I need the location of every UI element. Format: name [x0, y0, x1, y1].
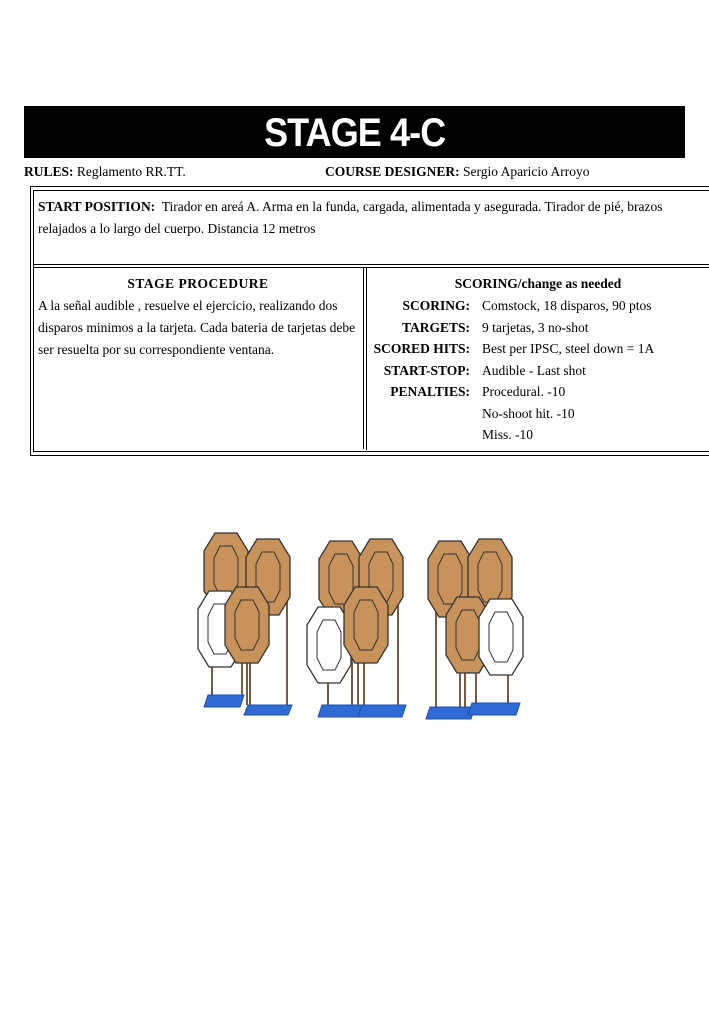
scoring-key: SCORED HITS:	[373, 341, 470, 356]
scoring-value: No-shoot hit. -10	[482, 405, 575, 421]
info-frame-outer	[30, 186, 709, 456]
scoring-row: No-shoot hit. -10	[370, 403, 654, 425]
scoring-value: 9 tarjetas, 3 no-shot	[482, 319, 589, 335]
scoring-value: Procedural. -10	[482, 384, 566, 399]
scoring-key	[370, 403, 482, 425]
info-frame-inner	[33, 190, 709, 452]
scoring-row: TARGETS: 9 tarjetas, 3 no-shot	[370, 317, 654, 339]
rules-value: Reglamento RR.TT.	[76, 164, 186, 179]
start-position-section: START POSITION: Tirador en areá A. Arma …	[38, 196, 688, 240]
scoring-row: START-STOP: Audible - Last shot	[370, 360, 654, 382]
stand-base	[357, 704, 407, 718]
scoring-key: SCORING:	[402, 298, 470, 313]
scoring-key: PENALTIES:	[390, 384, 470, 399]
section-divider-inner	[33, 267, 709, 268]
paper-target	[224, 586, 270, 664]
scoring-title: SCORING/change as needed	[454, 276, 622, 291]
scoring-row: SCORED HITS: Best per IPSC, steel down = …	[370, 338, 655, 360]
scoring-value: Audible - Last shot	[482, 362, 586, 378]
column-divider	[366, 267, 367, 450]
stand-base	[203, 694, 245, 708]
targets-diagram	[197, 532, 524, 720]
designer-value: Sergio Aparicio Arroyo	[463, 164, 590, 179]
scoring-key: START-STOP:	[383, 362, 470, 378]
procedure-text: A la señal audible , resuelve el ejercic…	[38, 298, 356, 357]
stand-base	[425, 706, 476, 720]
target-group-2	[306, 538, 407, 718]
section-divider	[33, 264, 709, 265]
scoring-key	[370, 424, 482, 446]
start-position-label: START POSITION:	[38, 199, 156, 214]
scoring-row: PENALTIES: Procedural. -10	[370, 381, 654, 403]
procedure-title: STAGE PROCEDURE	[127, 276, 269, 291]
scoring-row: SCORING: Comstock, 18 disparos, 90 ptos	[370, 295, 654, 317]
rules-label: RULES:	[24, 164, 74, 179]
procedure-box	[33, 267, 364, 449]
paper-target	[343, 586, 389, 664]
scoring-value: Miss. -10	[482, 427, 534, 442]
stage-title: STAGE 4-C	[263, 111, 446, 155]
no-shoot-target	[478, 598, 524, 676]
rules-line: RULES: Reglamento RR.TT.	[24, 164, 186, 180]
target-group-1	[197, 532, 293, 716]
target-group-3	[425, 538, 524, 720]
scoring-value: Best per IPSC, steel down = 1A	[482, 341, 655, 356]
scoring-key: TARGETS:	[401, 319, 470, 335]
stand-base	[467, 702, 521, 716]
stand-base	[243, 704, 293, 716]
scoring-row: Miss. -10	[370, 424, 654, 446]
start-position-text: Tirador en areá A. Arma en la funda, car…	[38, 199, 663, 236]
stage-title-bar: STAGE 4-C	[24, 106, 685, 158]
scoring-value: Comstock, 18 disparos, 90 ptos	[482, 298, 652, 313]
designer-label: COURSE DESIGNER:	[325, 164, 460, 179]
designer-line: COURSE DESIGNER: Sergio Aparicio Arroyo	[325, 164, 590, 180]
